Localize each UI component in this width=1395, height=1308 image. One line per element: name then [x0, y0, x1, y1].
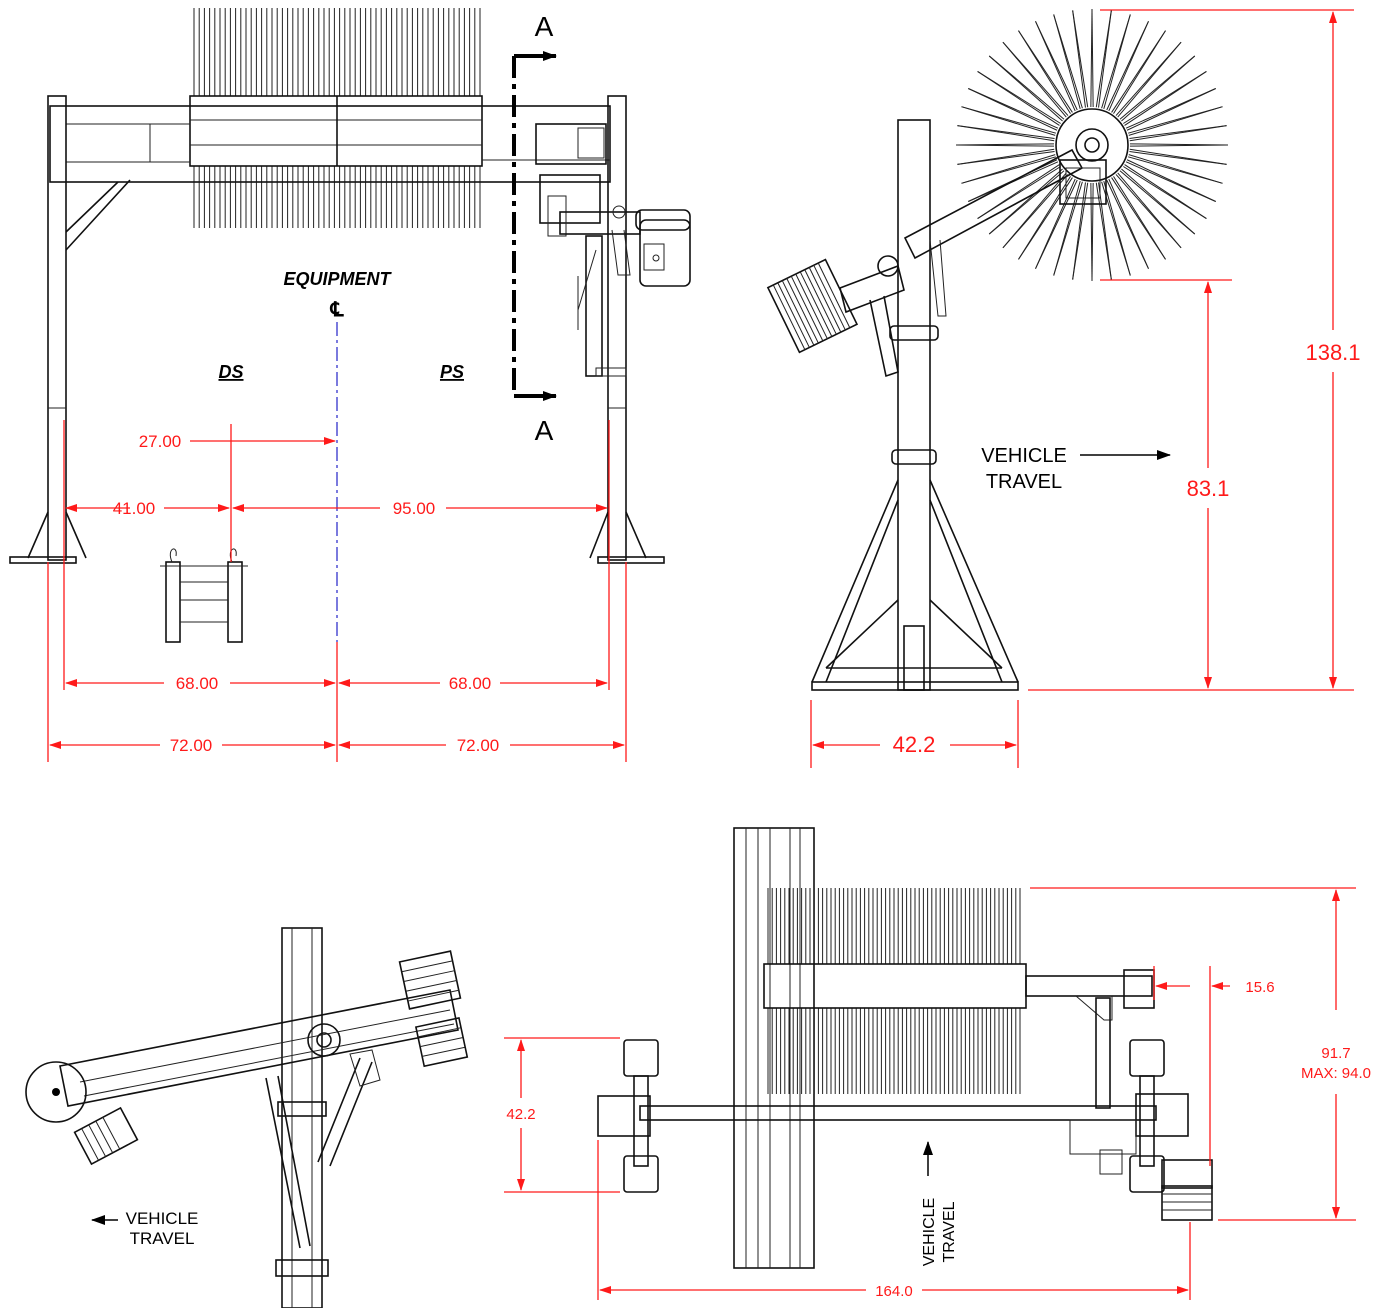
plan-right-vehicle-travel-line2: TRAVEL	[941, 1201, 958, 1262]
section-label-bottom: A	[535, 415, 554, 446]
dim-41: 41.00	[113, 499, 156, 518]
driver-side-label: DS	[218, 362, 243, 382]
front-right-post	[607, 95, 627, 561]
front-dimensions: 27.00 41.00 95.00 68.00 68.00 72.00 72.0…	[47, 420, 627, 762]
side-brush-hub	[1055, 108, 1129, 182]
dim-overall-height: 138.1	[1305, 340, 1360, 365]
dim-91-7: 91.7	[1321, 1045, 1350, 1062]
plan-right-bristles	[767, 888, 1021, 1094]
passenger-side-label: PS	[440, 362, 464, 382]
side-view: VEHICLE TRAVEL 138.1 83.1 42.2	[766, 8, 1361, 768]
dim-72-right: 72.00	[457, 736, 500, 755]
plan-left-disk	[25, 1061, 87, 1123]
plan-right-vehicle-travel-line1: VEHICLE	[921, 1198, 938, 1266]
dim-15-6: 15.6	[1245, 979, 1274, 996]
dim-42-2: 42.2	[506, 1106, 535, 1123]
front-left-post	[47, 95, 67, 561]
front-small-stand	[160, 548, 248, 643]
front-crossbeam	[49, 105, 611, 183]
plan-right-dimensions: 91.7 MAX: 94.0 15.6 42.2 164.0	[504, 887, 1371, 1300]
plan-left-vehicle-travel-line1: VEHICLE	[126, 1209, 199, 1228]
plan-view-right: VEHICLE TRAVEL 91.7 MAX: 94.0 15.6 42.2	[504, 827, 1371, 1300]
plan-view-left: VEHICLE TRAVEL	[25, 927, 469, 1308]
side-vehicle-travel-line1: VEHICLE	[981, 445, 1067, 467]
dim-max: MAX: 94.0	[1301, 1065, 1371, 1082]
dim-lower-height: 83.1	[1187, 476, 1230, 501]
side-dimensions: 138.1 83.1 42.2	[810, 9, 1361, 768]
front-brush-bristles	[193, 8, 481, 228]
plan-right-main-beam	[639, 1105, 1157, 1121]
plan-left-vehicle-travel-line2: TRAVEL	[130, 1229, 195, 1248]
plan-left-arm	[59, 989, 459, 1107]
dim-68-right: 68.00	[449, 674, 492, 693]
dim-68-left: 68.00	[176, 674, 219, 693]
side-vehicle-travel-line2: TRAVEL	[986, 471, 1062, 493]
side-post	[897, 119, 931, 691]
front-view: A A EQUIPMENT ℄ DS PS	[9, 8, 691, 762]
centerline-symbol: ℄	[330, 299, 345, 321]
dim-27: 27.00	[139, 432, 182, 451]
side-brush-spokes	[955, 8, 1229, 282]
section-label-top: A	[535, 11, 554, 42]
dim-base-width: 42.2	[893, 732, 936, 757]
front-mechanism	[535, 123, 691, 377]
plan-left-rail	[281, 927, 323, 1308]
side-brush-module	[766, 258, 859, 354]
dim-164: 164.0	[875, 1283, 913, 1300]
dim-95: 95.00	[393, 499, 436, 518]
equipment-label: EQUIPMENT	[283, 269, 392, 289]
dim-72-left: 72.00	[170, 736, 213, 755]
front-brush-core	[189, 95, 483, 167]
